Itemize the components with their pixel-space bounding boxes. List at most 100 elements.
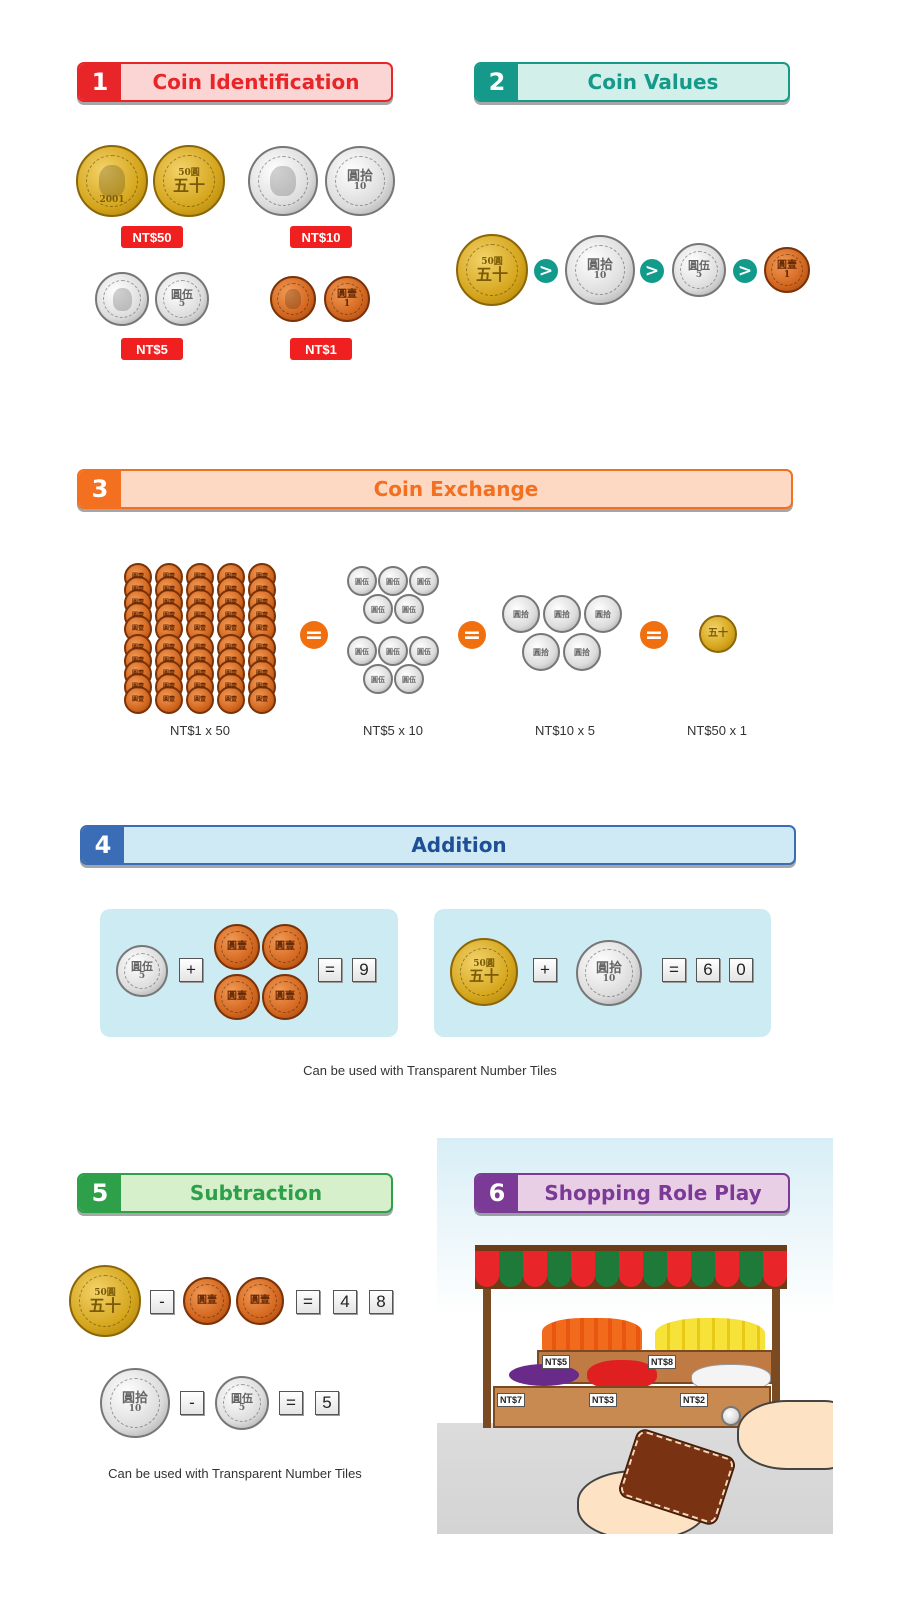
section-title: Subtraction: [189, 1181, 323, 1205]
coin-10: 圓拾: [584, 595, 622, 633]
number-tile: 9: [352, 958, 376, 982]
section-title: Coin Identification: [152, 70, 360, 94]
addition-note: Can be used with Transparent Number Tile…: [303, 1063, 557, 1078]
coin-5: 圓伍: [378, 566, 408, 596]
greater-than-icon: >: [733, 259, 757, 283]
stall-awning: [475, 1245, 787, 1289]
awning-stripe: [619, 1251, 643, 1287]
equals-icon: =: [300, 621, 328, 649]
coin-1: 圓壹: [248, 686, 276, 714]
coin-50: 五十: [699, 615, 737, 653]
coin-5: 圓伍: [394, 664, 424, 694]
equals-icon: =: [458, 621, 486, 649]
section-header-subtraction: 5 Subtraction: [77, 1173, 393, 1213]
coin-1: 圓壹: [214, 924, 260, 970]
section-title: Shopping Role Play: [544, 1181, 762, 1205]
awning-stripe: [739, 1251, 763, 1287]
section-number: 1: [79, 64, 121, 100]
coin-label: NT$5: [121, 338, 183, 360]
carrots: [542, 1318, 642, 1352]
peppers: [587, 1360, 657, 1390]
coin-stack-nt5-x10: 圓伍圓伍圓伍圓伍圓伍圓伍圓伍圓伍圓伍圓伍: [345, 566, 441, 696]
awning-stripe: [691, 1251, 715, 1287]
section-header-addition: 4 Addition: [80, 825, 796, 865]
coin-5: 圓伍: [409, 566, 439, 596]
price-tag: NT$2: [680, 1393, 709, 1407]
eggplants: [509, 1364, 579, 1386]
awning-stripe: [475, 1251, 499, 1287]
coin-50-tails: 50圓五十: [153, 145, 225, 217]
stall-post: [483, 1268, 491, 1428]
number-tile: 5: [315, 1391, 339, 1415]
equals-icon: =: [640, 621, 668, 649]
equals-tile: =: [296, 1290, 320, 1314]
exchange-caption: NT$1 x 50: [170, 723, 230, 738]
equals-tile: =: [318, 958, 342, 982]
plus-tile: +: [179, 958, 203, 982]
coin-stack-nt10-x5: 圓拾圓拾圓拾圓拾圓拾: [502, 595, 624, 671]
coin-5: 圓伍: [363, 664, 393, 694]
section-header-coin-exchange: 3 Coin Exchange: [77, 469, 793, 509]
coin-10: 圓拾: [543, 595, 581, 633]
coin-5-heads: [95, 272, 149, 326]
coin-10: 圓拾: [502, 595, 540, 633]
coin-1-heads: [270, 276, 316, 322]
coin-1: 圓壹: [217, 686, 245, 714]
awning-stripe: [499, 1251, 523, 1287]
price-tag: NT$7: [497, 1393, 526, 1407]
number-tile: 0: [729, 958, 753, 982]
section-header-shopping-role-play: 6 Shopping Role Play: [474, 1173, 790, 1213]
section-header-coin-values: 2 Coin Values: [474, 62, 790, 102]
minus-tile: -: [150, 1290, 174, 1314]
plus-tile: +: [533, 958, 557, 982]
subtraction-note: Can be used with Transparent Number Tile…: [108, 1466, 362, 1481]
coin-label: NT$1: [290, 338, 352, 360]
awning-stripe: [595, 1251, 619, 1287]
coin-10: 圓拾: [563, 633, 601, 671]
greater-than-icon: >: [534, 259, 558, 283]
section-title: Coin Values: [587, 70, 719, 94]
number-tile: 4: [333, 1290, 357, 1314]
coin-10: 圓拾: [522, 633, 560, 671]
exchange-caption: NT$5 x 10: [363, 723, 423, 738]
awning-stripe: [547, 1251, 571, 1287]
stall-post: [772, 1268, 780, 1428]
coin-1: 圓壹: [183, 1277, 231, 1325]
greater-than-icon: >: [640, 259, 664, 283]
awning-stripe: [571, 1251, 595, 1287]
coin-5: 圓伍: [347, 636, 377, 666]
coin-10-heads: [248, 146, 318, 216]
equals-tile: =: [662, 958, 686, 982]
awning-stripe: [523, 1251, 547, 1287]
section-header-coin-identification: 1 Coin Identification: [77, 62, 393, 102]
awning-stripe: [667, 1251, 691, 1287]
awning-stripe: [763, 1251, 787, 1287]
section-number: 5: [79, 1175, 121, 1211]
coin-50: 50圓五十: [456, 234, 528, 306]
coin-1: 圓壹: [186, 686, 214, 714]
section-title: Addition: [411, 833, 507, 857]
coin-50: 50圓五十: [69, 1265, 141, 1337]
coin-1: 圓壹: [236, 1277, 284, 1325]
coin-5: 圓伍: [347, 566, 377, 596]
minus-tile: -: [180, 1391, 204, 1415]
section-number: 4: [82, 827, 124, 863]
coin-label: NT$50: [121, 226, 183, 248]
number-tile: 8: [369, 1290, 393, 1314]
coin-50: 50圓五十: [450, 938, 518, 1006]
section-title: Coin Exchange: [373, 477, 539, 501]
price-tag: NT$5: [542, 1355, 571, 1369]
coin-5: 圓伍: [409, 636, 439, 666]
coin-5: 圓伍: [363, 594, 393, 624]
number-tile: 6: [696, 958, 720, 982]
